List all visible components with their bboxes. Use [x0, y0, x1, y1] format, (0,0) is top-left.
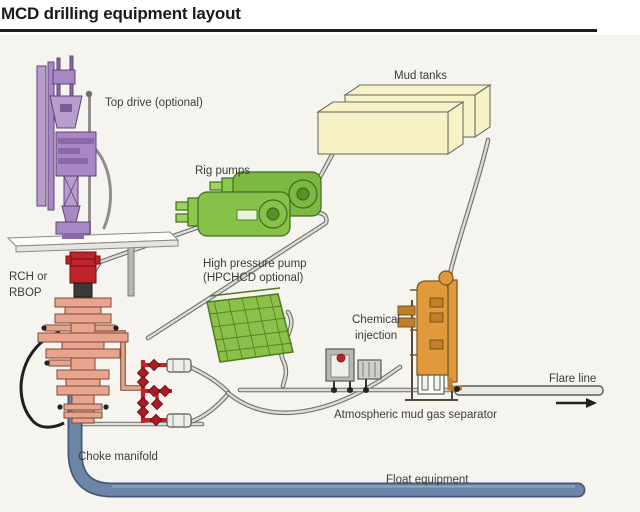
float-equipment-pipe: [67, 388, 586, 498]
separator-label: Atmospheric mud gas separator: [334, 409, 497, 421]
flare-line-label: Flare line: [549, 373, 596, 385]
mud-tanks-label: Mud tanks: [394, 70, 447, 82]
choke-manifold-label: Choke manifold: [78, 451, 158, 463]
rig-pumps-graphic: [175, 171, 322, 237]
high-pressure-pump-label-line2: (HPCHCD optional): [203, 272, 304, 284]
drill-floor-platform: [6, 231, 180, 297]
mud-tanks-graphic: [316, 83, 492, 156]
rch-rbop-label-line2: RBOP: [9, 287, 42, 299]
flare-line-pipe: [454, 385, 604, 396]
float-equipment-label: Float equipment: [386, 474, 469, 486]
flare-direction-arrow: [556, 398, 597, 408]
wellhead-stack-graphic: [19, 251, 141, 429]
chemical-injection-graphic: [325, 348, 382, 393]
page-title: MCD drilling equipment layout: [1, 4, 241, 23]
chemical-injection-label-line1: Chemical: [352, 314, 400, 326]
high-pressure-pump-graphic: [206, 287, 294, 389]
chemical-injection-label-line2: injection: [355, 330, 397, 342]
title-underline: [0, 29, 597, 32]
choke-manifold-graphic: [136, 358, 192, 428]
separator-outlet-valve: [454, 386, 460, 392]
top-drive-label: Top drive (optional): [105, 97, 203, 109]
rig-pumps-label: Rig pumps: [195, 165, 250, 177]
high-pressure-pump-label-line1: High pressure pump: [203, 258, 307, 270]
mud-gas-separator-graphic: [397, 270, 462, 401]
rch-rbop-label-line1: RCH or: [9, 271, 48, 283]
top-drive-graphic: [36, 55, 113, 239]
